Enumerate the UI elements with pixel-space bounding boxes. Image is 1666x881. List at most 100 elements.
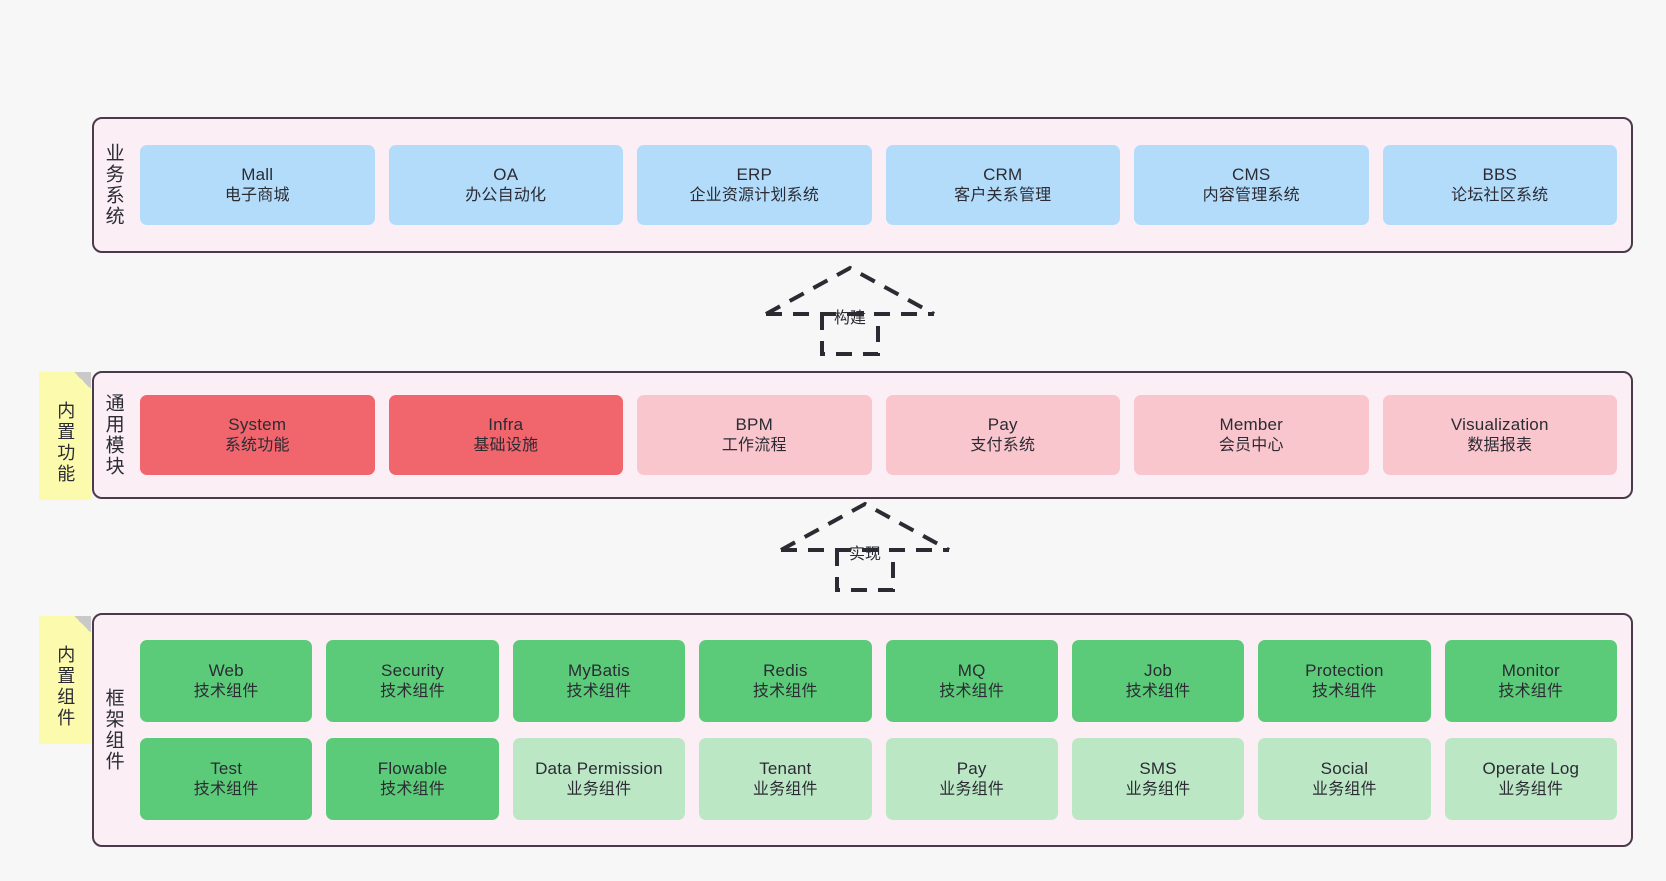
node-title: Security (381, 660, 445, 680)
node-title: Mall (241, 164, 274, 184)
node-title: BPM (735, 414, 773, 434)
node-title: Monitor (1501, 660, 1560, 680)
node-title: MyBatis (568, 660, 630, 680)
arrow-build: 构建 (760, 262, 940, 358)
node-subtitle: 业务组件 (1498, 780, 1564, 798)
node-redis[interactable]: Redis 技术组件 (699, 640, 872, 722)
node-subtitle: 技术组件 (1312, 682, 1377, 700)
node-subtitle: 系统功能 (224, 436, 290, 454)
node-operate-log[interactable]: Operate Log 业务组件 (1444, 738, 1617, 820)
arrow-implement-label: 实现 (848, 546, 882, 563)
node-subtitle: 电子商城 (224, 186, 290, 204)
node-monitor[interactable]: Monitor 技术组件 (1444, 640, 1617, 722)
node-title: CMS (1232, 164, 1271, 184)
node-flowable[interactable]: Flowable 技术组件 (326, 738, 499, 820)
node-sms[interactable]: SMS 业务组件 (1071, 738, 1245, 820)
node-subtitle: 工作流程 (721, 436, 787, 454)
node-erp[interactable]: ERP 企业资源计划系统 (637, 145, 872, 225)
node-crm[interactable]: CRM 客户关系管理 (885, 145, 1120, 225)
layer-label-business-systems: 业务系统 (102, 143, 124, 227)
node-subtitle: 办公自动化 (465, 186, 547, 204)
node-social[interactable]: Social 业务组件 (1258, 738, 1431, 820)
layer-business-systems: 业务系统 Mall 电子商城 OA 办公自动化 ERP 企业资源计划系统 CRM… (92, 117, 1633, 253)
node-member[interactable]: Member 会员中心 (1134, 395, 1369, 475)
node-title: Job (1144, 660, 1173, 680)
node-subtitle: 业务组件 (939, 780, 1005, 798)
node-subtitle: 技术组件 (380, 682, 445, 700)
node-title: Pay (956, 758, 987, 778)
node-system[interactable]: System 系统功能 (140, 395, 375, 475)
node-subtitle: 技术组件 (939, 682, 1005, 700)
node-infra[interactable]: Infra 基础设施 (388, 395, 623, 475)
node-subtitle: 业务组件 (1312, 780, 1377, 798)
node-title: System (228, 414, 287, 434)
node-title: Member (1219, 414, 1284, 434)
node-mq[interactable]: MQ 技术组件 (885, 640, 1058, 722)
node-bbs[interactable]: BBS 论坛社区系统 (1382, 145, 1617, 225)
framework-components-grid: Web 技术组件 Security 技术组件 MyBatis 技术组件 Redi… (132, 615, 1631, 845)
arrow-implement: 实现 (775, 498, 955, 594)
node-subtitle: 论坛社区系统 (1451, 186, 1549, 204)
node-title: Data Permission (535, 758, 663, 778)
node-pay-module[interactable]: Pay 支付系统 (885, 395, 1120, 475)
node-subtitle: 业务组件 (566, 780, 632, 798)
node-security[interactable]: Security 技术组件 (326, 640, 499, 722)
node-subtitle: 支付系统 (970, 436, 1036, 454)
node-subtitle: 数据报表 (1467, 436, 1533, 454)
node-bpm[interactable]: BPM 工作流程 (637, 395, 872, 475)
node-subtitle: 技术组件 (1498, 682, 1564, 700)
node-subtitle: 业务组件 (752, 780, 818, 798)
node-subtitle: 客户关系管理 (954, 186, 1052, 204)
business-systems-node-strip: Mall 电子商城 OA 办公自动化 ERP 企业资源计划系统 CRM 客户关系… (132, 119, 1631, 251)
node-mybatis[interactable]: MyBatis 技术组件 (512, 640, 686, 722)
layer-label-common-modules: 通用模块 (102, 393, 124, 477)
note-builtin-components-text: 内置组件 (55, 645, 76, 729)
note-builtin-features: 内置功能 (39, 372, 91, 500)
node-subtitle: 会员中心 (1218, 436, 1284, 454)
node-title: MQ (957, 660, 986, 680)
node-subtitle: 基础设施 (473, 436, 539, 454)
note-fold-corner-icon (74, 372, 91, 389)
node-title: Tenant (759, 758, 812, 778)
note-builtin-features-text: 内置功能 (55, 401, 76, 485)
node-visualization[interactable]: Visualization 数据报表 (1382, 395, 1617, 475)
node-subtitle: 技术组件 (193, 780, 259, 798)
note-builtin-components: 内置组件 (39, 616, 91, 744)
node-job[interactable]: Job 技术组件 (1071, 640, 1245, 722)
node-subtitle: 技术组件 (1125, 682, 1191, 700)
layer-label-framework-components: 框架组件 (102, 688, 124, 772)
node-title: BBS (1482, 164, 1518, 184)
node-test[interactable]: Test 技术组件 (140, 738, 313, 820)
node-subtitle: 技术组件 (752, 682, 818, 700)
node-cms[interactable]: CMS 内容管理系统 (1134, 145, 1369, 225)
node-subtitle: 内容管理系统 (1202, 186, 1300, 204)
node-title: Flowable (377, 758, 448, 778)
layer-framework-components: 框架组件 Web 技术组件 Security 技术组件 MyBatis 技术组件… (92, 613, 1633, 847)
arrow-implement-icon (780, 501, 950, 592)
node-title: Protection (1305, 660, 1384, 680)
arrow-build-icon (765, 265, 935, 356)
arrow-build-label: 构建 (833, 310, 867, 327)
node-web[interactable]: Web 技术组件 (140, 640, 313, 722)
node-title: Visualization (1450, 414, 1549, 434)
node-oa[interactable]: OA 办公自动化 (388, 145, 623, 225)
node-protection[interactable]: Protection 技术组件 (1258, 640, 1431, 722)
node-tenant[interactable]: Tenant 业务组件 (699, 738, 872, 820)
node-title: CRM (983, 164, 1023, 184)
node-title: Redis (763, 660, 808, 680)
node-subtitle: 技术组件 (193, 682, 259, 700)
node-title: Infra (488, 414, 524, 434)
node-title: SMS (1139, 758, 1177, 778)
node-pay-component[interactable]: Pay 业务组件 (885, 738, 1058, 820)
note-fold-corner-icon (74, 616, 91, 633)
common-modules-node-strip: System 系统功能 Infra 基础设施 BPM 工作流程 Pay 支付系统… (132, 373, 1631, 497)
node-title: Pay (987, 414, 1018, 434)
node-mall[interactable]: Mall 电子商城 (140, 145, 375, 225)
node-subtitle: 技术组件 (380, 780, 445, 798)
node-title: Test (210, 758, 243, 778)
node-data-permission[interactable]: Data Permission 业务组件 (512, 738, 686, 820)
node-title: Web (208, 660, 244, 680)
node-subtitle: 企业资源计划系统 (689, 186, 820, 204)
node-title: ERP (736, 164, 773, 184)
